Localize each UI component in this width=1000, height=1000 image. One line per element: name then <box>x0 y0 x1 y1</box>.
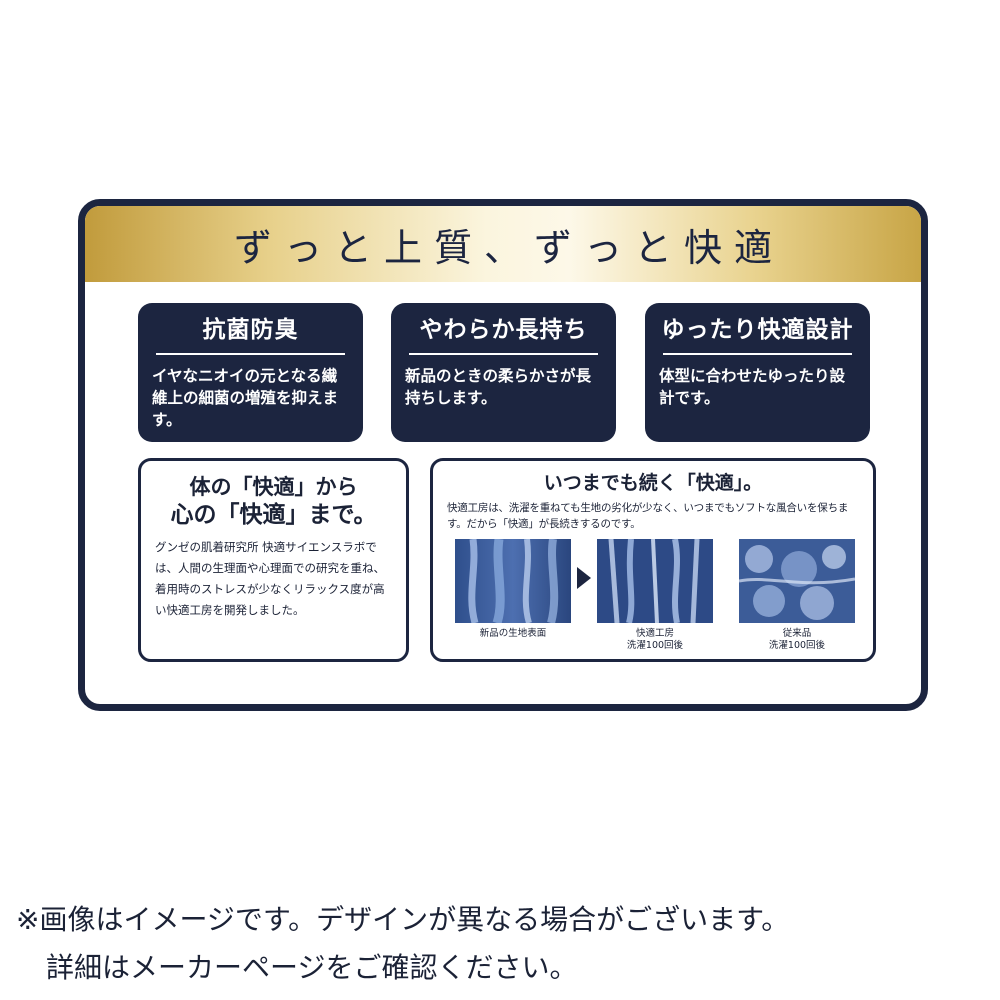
feature-body: 新品のときの柔らかさが長持ちします。 <box>405 367 592 407</box>
durability-box: いつまでも続く「快適」。 快適工房は、洗濯を重ねても生地の劣化が少なく、いつまで… <box>430 458 876 662</box>
feature-title: 抗菌防臭 <box>202 317 299 343</box>
box-title-line1: 体の「快適」から <box>189 475 358 499</box>
box-body: グンゼの肌着研究所 快適サイエンスラボでは、人間の生理面や心理面での研究を重ね、… <box>155 540 385 617</box>
arrow-right-icon <box>577 567 591 589</box>
fabric-label-conventional: 従来品 洗濯100回後 <box>768 628 826 651</box>
box-title-line2: 心の「快適」まで。 <box>170 502 377 528</box>
fabric-comparison: 新品の生地表面 快適工房 洗濯100回後 従来品 洗濯100回後 <box>451 539 861 651</box>
banner-title: ずっと上質、ずっと快適 <box>233 225 784 270</box>
fabric-photo-conventional <box>739 539 855 623</box>
feature-divider <box>156 353 345 355</box>
image-disclaimer: ※画像はイメージです。デザインが異なる場合がございます。 詳細はメーカーページを… <box>16 896 789 992</box>
feature-body: 体型に合わせたゆったり設計です。 <box>659 367 846 407</box>
feature-title: やわらか長持ち <box>419 317 588 343</box>
box-title: いつまでも続く「快適」。 <box>543 472 763 494</box>
disclaimer-line2: 詳細はメーカーページをご確認ください。 <box>46 951 578 984</box>
fabric-new-image <box>455 539 571 623</box>
box-title: 体の「快適」から 心の「快適」まで。 <box>141 473 406 529</box>
fabric-photo-kaiteki <box>597 539 713 623</box>
feature-body: イヤなニオイの元となる繊維上の細菌の増殖を抑えます。 <box>152 367 339 429</box>
product-info-card: ずっと上質、ずっと快適 抗菌防臭 イヤなニオイの元となる繊維上の細菌の増殖を抑え… <box>78 199 928 711</box>
feature-softness: やわらか長持ち 新品のときの柔らかさが長持ちします。 <box>391 303 616 442</box>
disclaimer-line1: ※画像はイメージです。デザインが異なる場合がございます。 <box>16 903 790 936</box>
feature-divider <box>409 353 598 355</box>
fabric-label-new: 新品の生地表面 <box>479 628 547 639</box>
fabric-photo-new <box>455 539 571 623</box>
feature-divider <box>663 353 852 355</box>
fabric-label-kaiteki: 快適工房 洗濯100回後 <box>626 628 684 651</box>
feature-antibacterial: 抗菌防臭 イヤなニオイの元となる繊維上の細菌の増殖を抑えます。 <box>138 303 363 442</box>
comfort-lab-box: 体の「快適」から 心の「快適」まで。 グンゼの肌着研究所 快適サイエンスラボでは… <box>138 458 409 662</box>
box-body: 快適工房は、洗濯を重ねても生地の劣化が少なく、いつまでもソフトな風合いを保ちます… <box>447 502 849 530</box>
fabric-kaiteki-image <box>597 539 713 623</box>
feature-title: ゆったり快適設計 <box>661 317 854 343</box>
title-banner: ずっと上質、ずっと快適 <box>85 206 921 282</box>
fabric-conventional-image <box>739 539 855 623</box>
feature-comfort-fit: ゆったり快適設計 体型に合わせたゆったり設計です。 <box>645 303 870 442</box>
